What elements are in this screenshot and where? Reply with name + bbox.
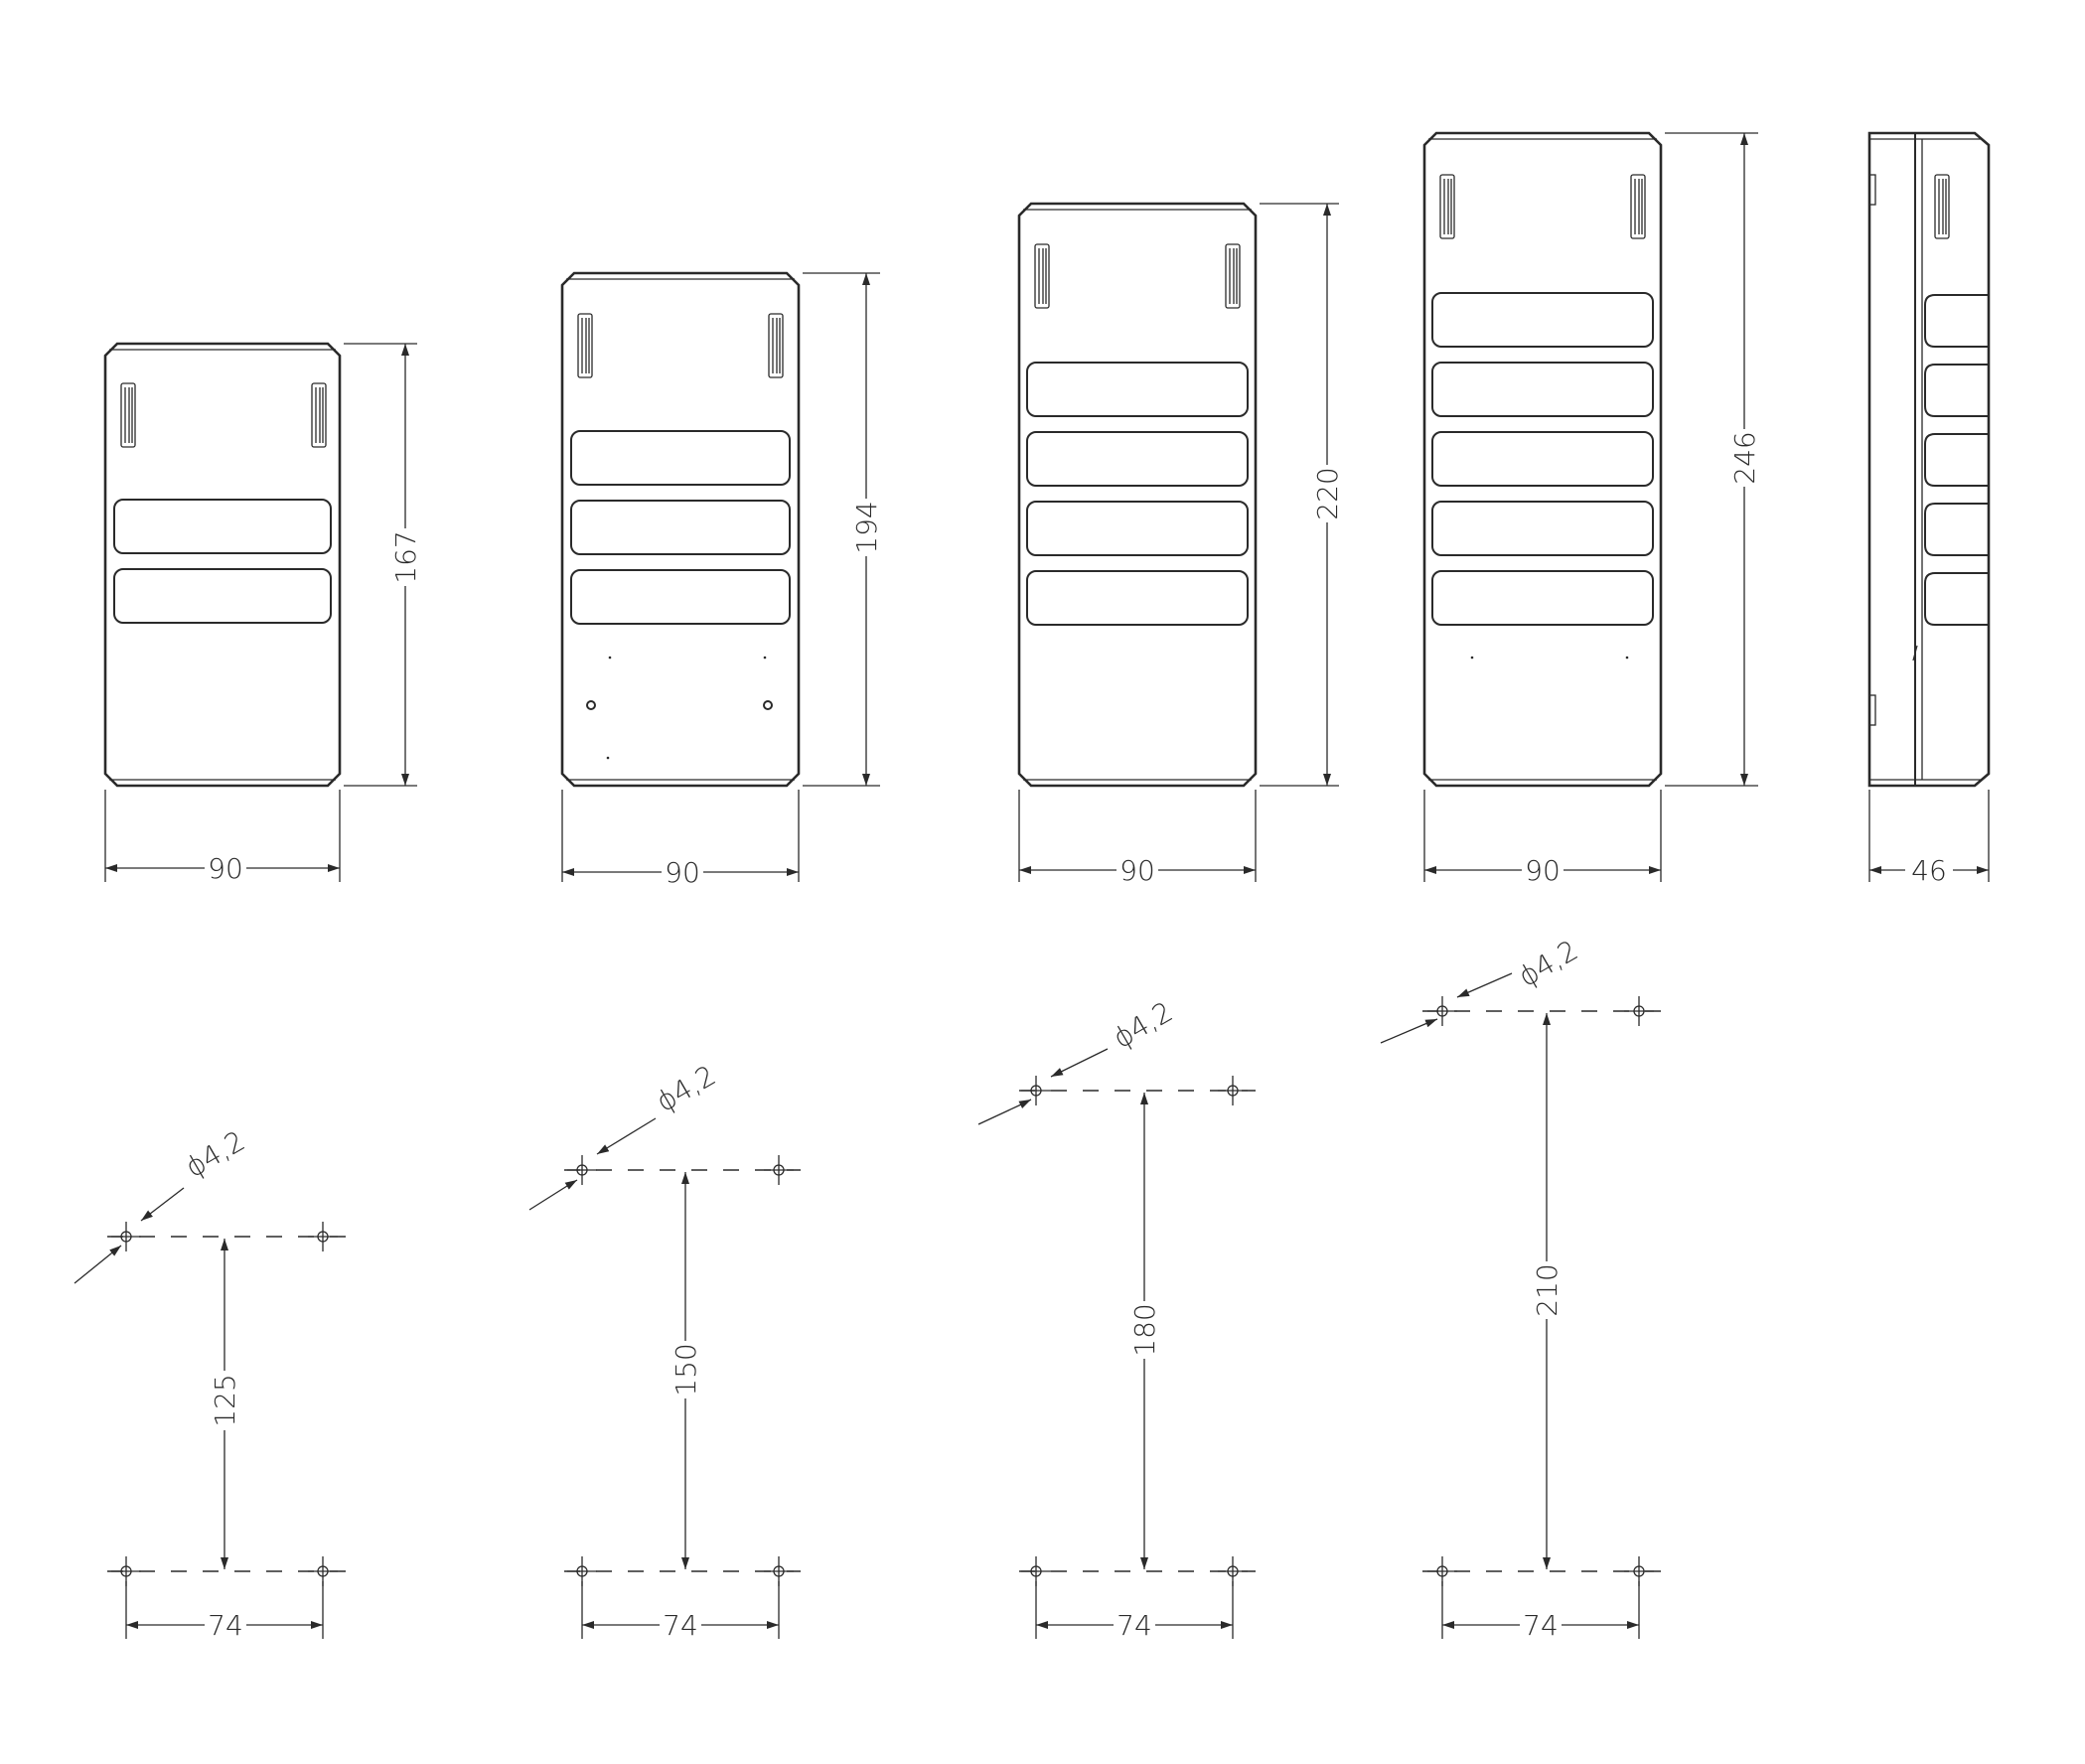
vent-icon: [1439, 174, 1455, 239]
hole-pattern-180: ϕ4,2 180 74: [977, 995, 1256, 1642]
horizontal-spacing-label: 74: [1117, 1609, 1152, 1642]
height-dimension: 194: [850, 501, 883, 553]
front-view-5-button: 90 246: [1422, 131, 1761, 887]
button-slot: [113, 499, 332, 554]
width-dimension: 90: [665, 856, 700, 889]
button-slot: [1431, 431, 1654, 487]
button-slot: [1026, 570, 1249, 626]
button-profile: [1924, 294, 1989, 348]
height-dimension: 167: [389, 530, 422, 583]
hole-diameter-label: ϕ4,2: [651, 1059, 721, 1118]
button-slot: [1026, 501, 1249, 556]
hole-marker: [1624, 996, 1654, 1026]
hole-diameter-label: ϕ4,2: [1108, 995, 1178, 1055]
side-view: 46: [1867, 131, 1991, 887]
vent-icon: [120, 382, 136, 448]
hole-diameter-label: ϕ4,2: [180, 1124, 250, 1184]
front-view-3-button: 90 194: [560, 271, 883, 889]
button-slot: [113, 568, 332, 624]
vent-icon: [1225, 243, 1241, 309]
button-slot: [570, 500, 791, 555]
hole-marker: [1427, 996, 1457, 1026]
vent-icon: [1630, 174, 1646, 239]
button-slot: [1431, 501, 1654, 556]
width-dimension: 90: [1119, 854, 1155, 887]
hole-marker: [1218, 1076, 1248, 1105]
horizontal-spacing-label: 74: [1523, 1609, 1559, 1642]
mounting-hole: [586, 700, 596, 710]
vent-icon: [768, 313, 784, 378]
front-view-2-button: 90 167: [103, 342, 422, 885]
button-slot: [1431, 362, 1654, 417]
width-dimension: 90: [208, 852, 243, 885]
hole-diameter-label: ϕ4,2: [1513, 934, 1583, 993]
horizontal-spacing-label: 74: [208, 1609, 243, 1642]
horizontal-spacing-label: 74: [663, 1609, 698, 1642]
hole-pattern-125: ϕ4,2 125 74: [74, 1124, 348, 1642]
button-profile: [1924, 503, 1989, 556]
vertical-spacing-label: 150: [670, 1343, 702, 1396]
button-profile: [1924, 364, 1989, 417]
vertical-spacing-label: 210: [1531, 1263, 1564, 1316]
button-slot: [1026, 362, 1249, 417]
hole-pattern-150: ϕ4,2 150 74: [528, 1059, 801, 1642]
hole-marker: [567, 1155, 597, 1185]
button-profile: [1924, 572, 1989, 626]
button-profile: [1924, 433, 1989, 487]
vent-icon: [1034, 243, 1050, 309]
vent-icon: [577, 313, 593, 378]
hole-pattern-210: ϕ4,2 210 74: [1380, 934, 1661, 1642]
button-slot: [1431, 292, 1654, 348]
button-slot: [570, 430, 791, 486]
height-dimension: 246: [1728, 431, 1761, 484]
hole-marker: [1021, 1076, 1051, 1105]
button-slot: [570, 569, 791, 625]
button-slot: [1431, 570, 1654, 626]
vent-icon: [1934, 174, 1950, 239]
front-view-4-button: 90 220: [1017, 202, 1344, 887]
vent-icon: [311, 382, 327, 448]
vertical-spacing-label: 180: [1128, 1303, 1161, 1356]
height-dimension: 220: [1311, 467, 1344, 519]
hole-marker: [764, 1155, 794, 1185]
hole-marker: [308, 1222, 338, 1251]
hole-marker: [1218, 1556, 1248, 1586]
mounting-hole: [763, 700, 773, 710]
depth-dimension: 46: [1911, 854, 1947, 887]
width-dimension: 90: [1525, 854, 1561, 887]
vertical-spacing-label: 125: [209, 1374, 241, 1426]
button-slot: [1026, 431, 1249, 487]
hole-marker: [111, 1222, 141, 1251]
